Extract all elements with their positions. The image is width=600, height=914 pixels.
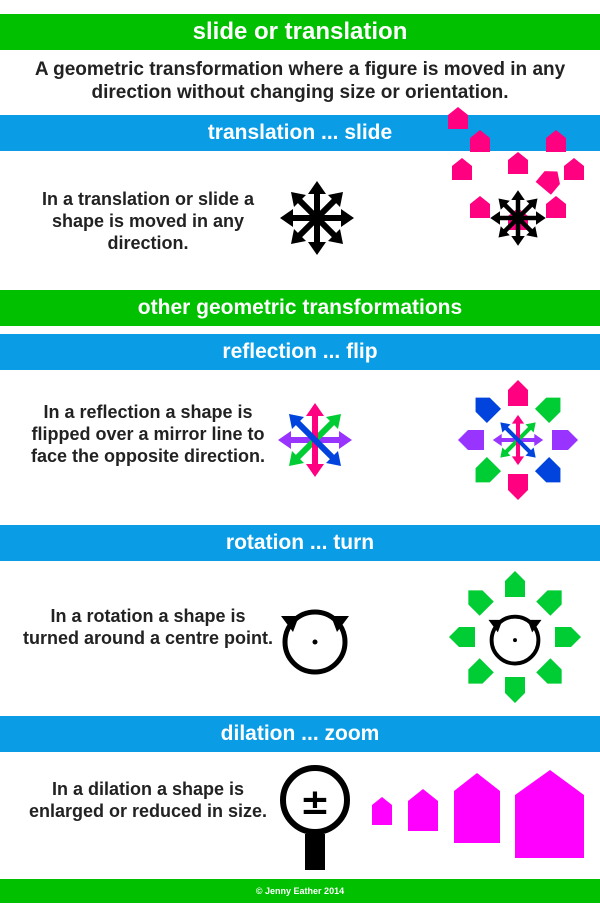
rotation-circle-icon	[281, 609, 349, 675]
rotation-example	[449, 571, 581, 703]
reflection-arrows-icon	[278, 403, 352, 477]
reflection-heading: reflection ... flip	[0, 334, 600, 370]
translation-example	[448, 107, 584, 246]
dilation-heading: dilation ... zoom	[0, 716, 600, 752]
title-banner: slide or translation	[0, 14, 600, 50]
rotation-heading-label: rotation ... turn	[225, 531, 375, 554]
rotation-heading: rotation ... turn	[0, 525, 600, 561]
dilation-heading-label: dilation ... zoom	[220, 722, 380, 745]
translation-description: In a translation or slide a shape is mov…	[41, 189, 255, 253]
definition-text: A geometric transformation where a figur…	[34, 59, 566, 103]
magnifier-icon: ±	[280, 765, 350, 870]
plus-minus-symbol: ±	[300, 782, 330, 823]
house-large	[454, 773, 500, 843]
copyright-text: © Jenny Eather 2014	[255, 886, 345, 896]
dilation-description: In a dilation a shape is enlarged or red…	[28, 779, 268, 821]
page-title: slide or translation	[192, 18, 408, 45]
reflection-example	[458, 380, 578, 500]
house-small	[372, 797, 392, 825]
other-transformations-label: other geometric transformations	[137, 296, 463, 319]
reflection-description: In a reflection a shape is flipped over …	[30, 402, 266, 466]
house-xlarge	[515, 770, 584, 858]
translation-heading-label: translation ... slide	[207, 121, 393, 144]
house-medium	[408, 789, 438, 831]
rotation-description: In a rotation a shape is turned around a…	[22, 606, 273, 648]
star-arrow-icon	[280, 181, 354, 255]
footer-bar: © Jenny Eather 2014	[0, 879, 600, 903]
translation-heading: translation ... slide	[0, 115, 600, 151]
other-transformations-heading: other geometric transformations	[0, 290, 600, 326]
reflection-heading-label: reflection ... flip	[222, 340, 378, 363]
dilation-example	[372, 770, 584, 858]
